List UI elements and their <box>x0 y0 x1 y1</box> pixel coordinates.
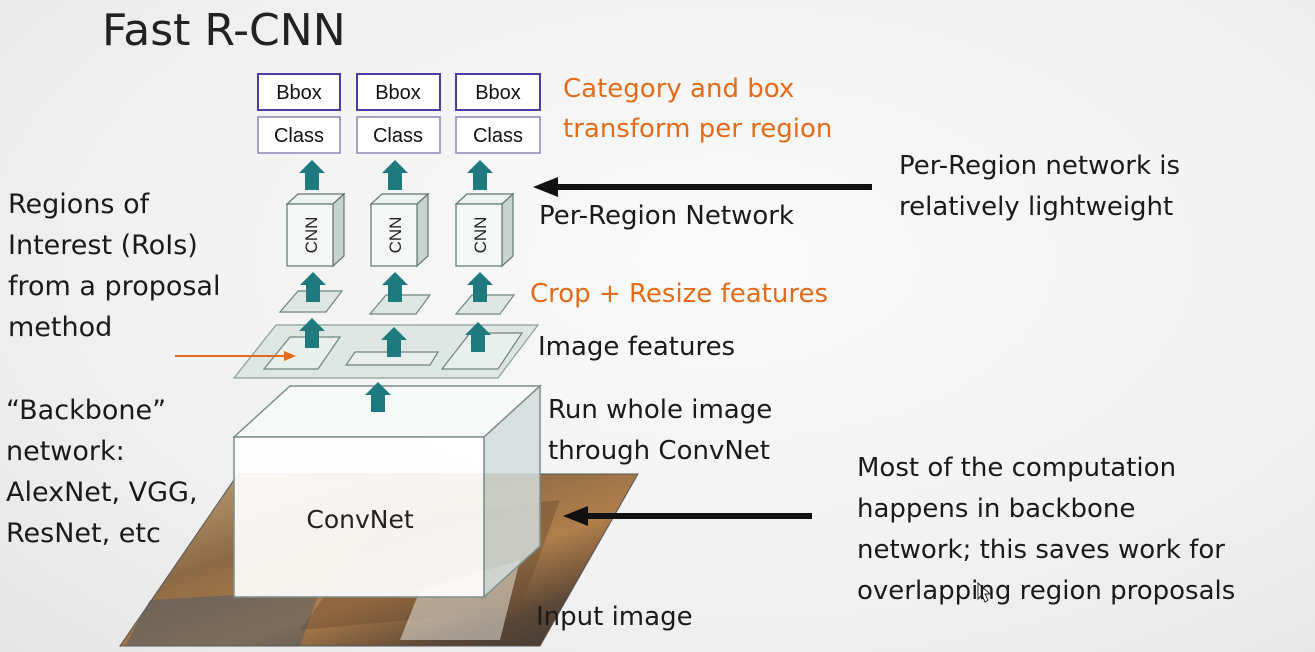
teal-arrows <box>299 160 493 412</box>
cnn-box-1 <box>285 192 346 268</box>
roi-feature-1 <box>262 336 342 370</box>
output-boxes <box>257 73 541 154</box>
computation-note-line4: overlapping region proposals <box>857 576 1236 606</box>
bbox-label-2: Bbox <box>375 82 421 104</box>
rois-note-line3: from a proposal <box>8 271 221 302</box>
class-box-2 <box>356 116 441 154</box>
up-arrow-icon <box>382 160 408 190</box>
cnn-box-3 <box>454 192 515 268</box>
crop-feature-2 <box>368 294 432 315</box>
backbone-note-line1: “Backbone” <box>6 395 167 426</box>
computation-note-line2: happens in backbone <box>857 494 1136 524</box>
cnn-label-2: CNN <box>386 217 405 254</box>
bbox-box-3 <box>455 73 541 111</box>
category-box-label-line1: Category and box <box>563 74 795 104</box>
backbone-note-line4: ResNet, etc <box>6 518 161 549</box>
lightweight-note-line1: Per-Region network is <box>899 151 1181 181</box>
rois-note-line4: method <box>8 312 113 343</box>
cnn-box-2 <box>369 192 430 268</box>
cnn-label-3: CNN <box>471 217 490 254</box>
image-features-label: Image features <box>538 332 736 362</box>
up-arrow-icon <box>467 272 493 302</box>
run-whole-image-line1: Run whole image <box>548 395 773 425</box>
up-arrow-icon <box>467 160 493 190</box>
up-arrow-icon <box>381 327 407 357</box>
class-label-1: Class <box>274 125 324 147</box>
up-arrow-icon <box>465 322 491 352</box>
convnet-front-face <box>233 436 485 598</box>
category-box-label-line2: transform per region <box>563 114 833 144</box>
convnet-label: ConvNet <box>306 505 413 534</box>
run-whole-image-line2: through ConvNet <box>548 436 770 466</box>
up-arrow-icon <box>299 160 325 190</box>
cursor-icon <box>977 581 992 603</box>
lightweight-note-line2: relatively lightweight <box>899 192 1174 222</box>
computation-note-line3: network; this saves work for <box>857 535 1225 565</box>
up-arrow-icon <box>299 318 325 348</box>
bbox-label-1: Bbox <box>276 82 322 104</box>
up-arrow-icon <box>365 382 391 412</box>
up-arrow-icon <box>300 272 326 302</box>
bbox-box-1 <box>257 73 341 111</box>
class-box-1 <box>257 116 341 154</box>
rois-note-line2: Interest (RoIs) <box>8 230 198 261</box>
rois-note-line1: Regions of <box>8 189 150 220</box>
input-image-detail <box>125 590 320 646</box>
lightweight-arrowhead <box>533 177 558 197</box>
cnn-label-1: CNN <box>302 217 321 254</box>
class-label-3: Class <box>473 125 523 147</box>
bbox-label-3: Bbox <box>475 82 521 104</box>
computation-note-line1: Most of the computation <box>857 453 1177 483</box>
slide-title: Fast R-CNN <box>102 5 346 56</box>
per-region-network-label: Per-Region Network <box>539 201 794 231</box>
computation-arrowhead <box>563 506 588 526</box>
class-label-2: Class <box>373 125 423 147</box>
crop-resize-label: Crop + Resize features <box>530 279 828 309</box>
up-arrow-icon <box>382 272 408 302</box>
backbone-note-line2: network: <box>6 436 125 467</box>
roi-pointer-arrowhead <box>284 351 296 361</box>
class-box-3 <box>455 116 541 154</box>
bbox-box-2 <box>356 73 441 111</box>
roi-feature-2 <box>344 351 440 366</box>
crop-feature-3 <box>454 294 516 315</box>
input-image-label: Input image <box>536 602 693 632</box>
backbone-note-line3: AlexNet, VGG, <box>6 477 198 508</box>
